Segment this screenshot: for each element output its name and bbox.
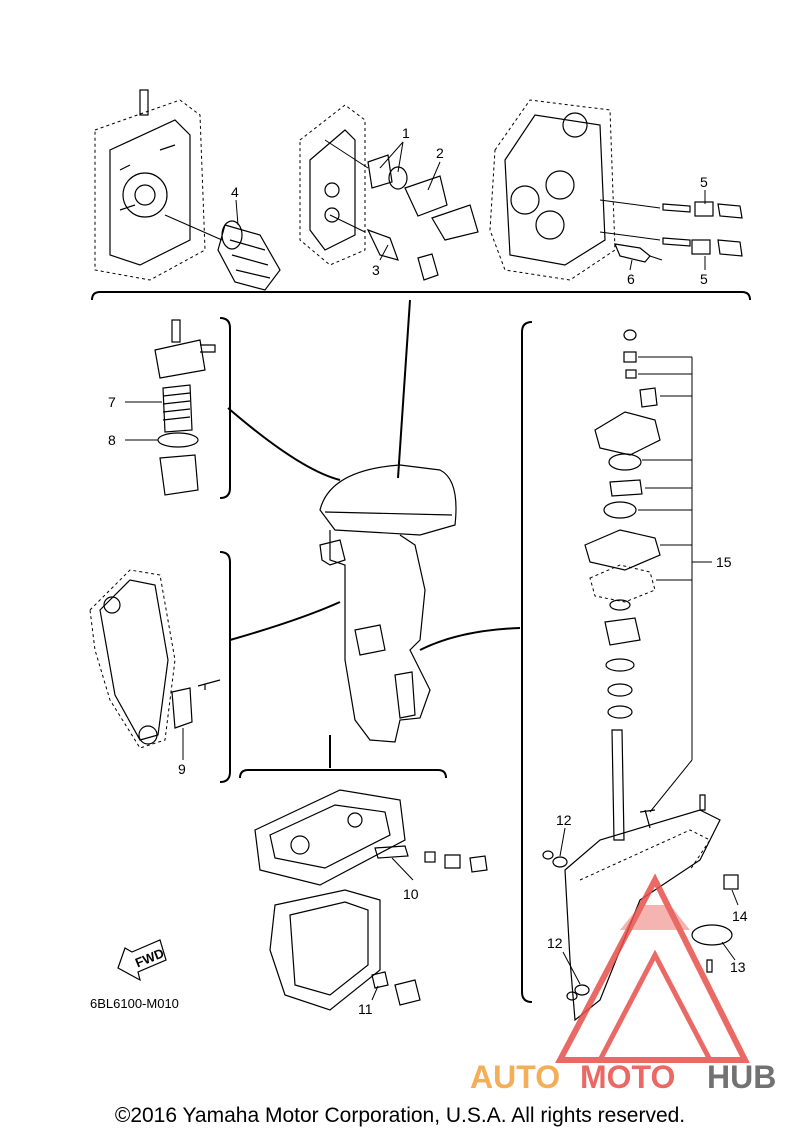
callout-6: 6 xyxy=(627,271,635,287)
callout-4: 4 xyxy=(231,184,239,200)
lower-unit-group xyxy=(542,794,739,1022)
thermostat xyxy=(366,154,479,281)
callout-1: 1 xyxy=(402,125,410,141)
cylinder-block-middle xyxy=(299,104,369,266)
callout-10: 10 xyxy=(403,886,419,902)
callout-8: 8 xyxy=(108,432,116,448)
callout-13: 13 xyxy=(730,959,746,975)
callout-2: 2 xyxy=(436,145,444,161)
clamp-bracket-group xyxy=(89,569,221,760)
powerhead-group xyxy=(91,89,751,301)
watermark-moto: MOTO xyxy=(580,1059,675,1095)
fuel-filter-group xyxy=(125,319,216,496)
callout-5-bottom: 5 xyxy=(700,271,708,287)
diagram-code: 6BL6100-M010 xyxy=(90,996,179,1011)
water-pump-group xyxy=(584,329,712,841)
watermark-hub: HUB xyxy=(707,1059,776,1095)
callout-5-top: 5 xyxy=(700,174,708,190)
outboard-motor-outline xyxy=(319,464,457,743)
callout-9: 9 xyxy=(178,761,186,777)
callout-14: 14 xyxy=(732,908,748,924)
callout-12-bottom: 12 xyxy=(547,935,563,951)
automotohub-logo xyxy=(555,873,750,1063)
fwd-arrow-icon xyxy=(117,939,167,982)
oil-pan-group xyxy=(254,789,488,1011)
callout-12-top: 12 xyxy=(556,812,572,828)
callout-7: 7 xyxy=(108,394,116,410)
callout-11: 11 xyxy=(358,1001,373,1017)
copyright-notice: ©2016 Yamaha Motor Corporation, U.S.A. A… xyxy=(114,1104,686,1127)
cylinder-block-left xyxy=(94,89,206,281)
anodes-and-plug xyxy=(614,201,743,263)
callout-3: 3 xyxy=(372,262,380,278)
oil-filter xyxy=(164,199,281,291)
watermark-auto: AUTO xyxy=(470,1059,560,1095)
cylinder-head-right xyxy=(489,99,661,281)
callout-15: 15 xyxy=(716,554,732,570)
